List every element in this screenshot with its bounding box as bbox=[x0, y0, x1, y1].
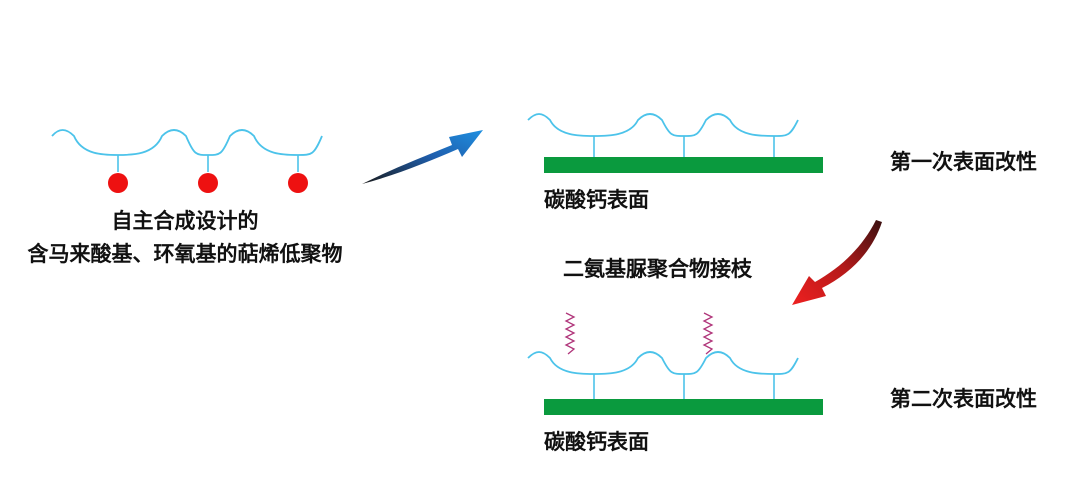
first-modification-structure bbox=[527, 113, 823, 173]
grafted-chain-top bbox=[527, 113, 799, 137]
functional-group-dot bbox=[198, 173, 218, 193]
oligomer-label-line1: 自主合成设计的 bbox=[111, 209, 259, 233]
surface-label-top: 碳酸钙表面 bbox=[544, 188, 649, 212]
first-modification-label: 第一次表面改性 bbox=[890, 150, 1037, 174]
diaminourea-graft-zigzag bbox=[564, 312, 576, 355]
oligomer-chain bbox=[51, 129, 323, 156]
oligomer-label-line2: 含马来酸基、环氧基的萜烯低聚物 bbox=[27, 242, 343, 266]
second-modification-structure bbox=[527, 312, 823, 415]
arrow-blue bbox=[362, 130, 483, 184]
functional-group-dot bbox=[288, 173, 308, 193]
functional-group-dot bbox=[108, 173, 128, 193]
diaminourea-graft-zigzag bbox=[702, 312, 714, 355]
surface-label-bottom: 碳酸钙表面 bbox=[544, 430, 649, 454]
calcium-carbonate-surface-bottom bbox=[544, 399, 823, 415]
grafting-label: 二氨基脲聚合物接枝 bbox=[563, 257, 752, 281]
oligomer-structure bbox=[51, 129, 323, 193]
arrow-red bbox=[792, 220, 882, 305]
grafted-chain-bottom bbox=[527, 351, 799, 375]
calcium-carbonate-surface-top bbox=[544, 157, 823, 173]
second-modification-label: 第二次表面改性 bbox=[890, 387, 1037, 411]
